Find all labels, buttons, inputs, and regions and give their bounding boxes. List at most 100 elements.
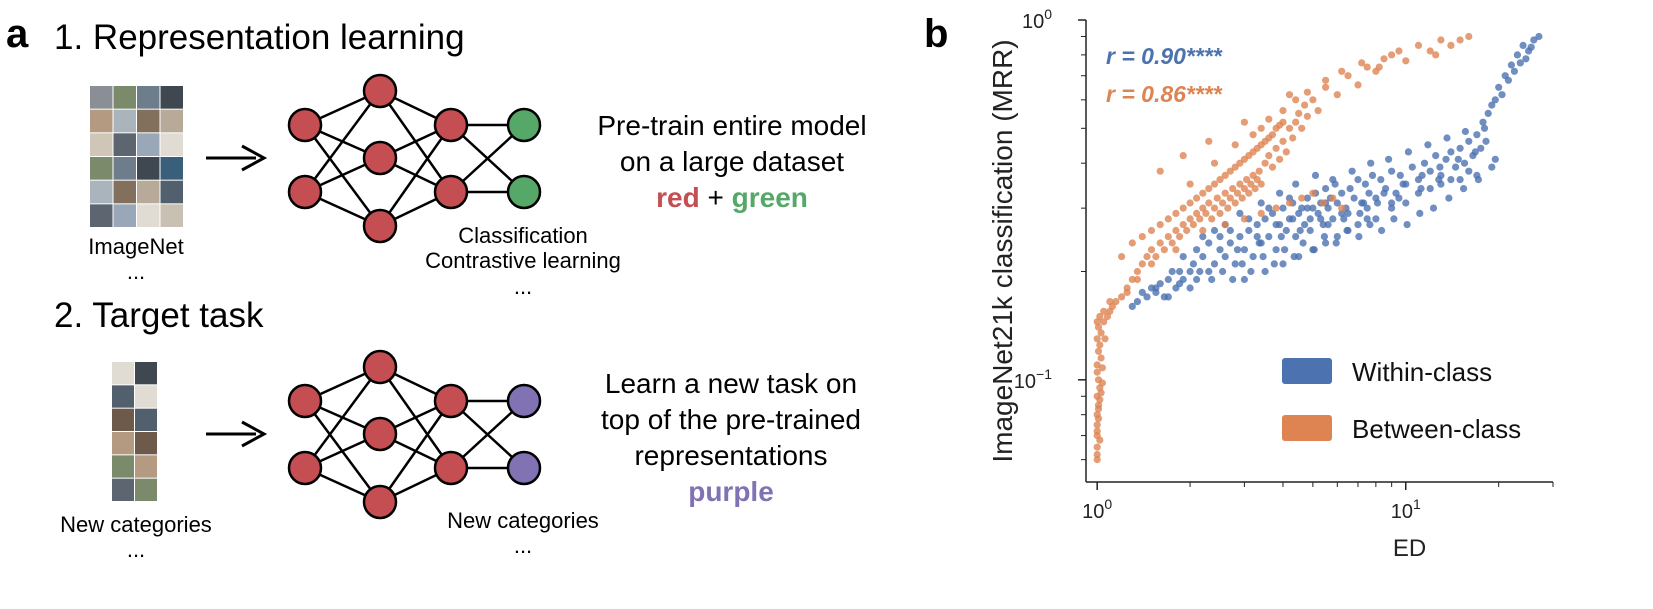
- step1-hidden-node: [362, 73, 398, 109]
- within-class-point: [1513, 51, 1521, 59]
- within-class-point: [1295, 209, 1303, 217]
- within-class-point: [1164, 275, 1172, 284]
- thumbnail-tile: [90, 86, 113, 109]
- between-class-point: [1257, 124, 1265, 132]
- between-class-point: [1098, 379, 1106, 387]
- within-class-point: [1361, 180, 1369, 188]
- step2-last-hidden-node: [433, 450, 469, 486]
- within-class-point: [1408, 163, 1416, 171]
- within-class-point: [1338, 209, 1346, 217]
- step1-desc-line2: on a large dataset: [619, 146, 845, 177]
- within-class-point: [1445, 194, 1453, 202]
- between-class-point: [1168, 239, 1176, 247]
- between-class-point: [1138, 260, 1146, 268]
- between-class-point: [1231, 199, 1239, 207]
- between-class-point: [1268, 131, 1277, 139]
- between-class-point: [1179, 152, 1187, 160]
- within-class-point: [1216, 246, 1224, 254]
- between-class-point: [1106, 298, 1114, 306]
- between-class-point: [1231, 141, 1239, 149]
- within-class-point: [1152, 284, 1160, 292]
- step2-head-node: [506, 383, 542, 419]
- thumbnail-tile: [135, 455, 157, 478]
- within-class-point: [1199, 253, 1207, 261]
- within-class-point: [1454, 155, 1462, 163]
- step1-edge: [303, 90, 382, 193]
- between-class-point: [1213, 194, 1221, 202]
- between-class-point: [1333, 91, 1341, 99]
- legend-swatch-between: [1282, 415, 1332, 441]
- within-class-point: [1432, 152, 1440, 160]
- between-class-point: [1236, 159, 1244, 167]
- between-class-point: [1196, 215, 1204, 223]
- red-keyword: red: [656, 182, 700, 213]
- within-class-point: [1482, 137, 1490, 145]
- step2-description: Learn a new task on top of the pre-train…: [570, 366, 892, 510]
- panel-a-letter: a: [6, 12, 29, 56]
- within-class-point: [1301, 221, 1309, 229]
- thumbnail-tile: [113, 157, 136, 180]
- between-class-points: [1093, 32, 1473, 464]
- within-class-point: [1436, 163, 1444, 171]
- between-class-point: [1251, 185, 1259, 193]
- step1-edge: [378, 124, 453, 227]
- between-class-point: [1314, 107, 1322, 115]
- panel-b-letter: b: [924, 12, 949, 56]
- within-class-point: [1205, 239, 1213, 247]
- within-class-point: [1210, 260, 1219, 268]
- within-class-point: [1399, 180, 1407, 188]
- within-class-point: [1507, 61, 1515, 69]
- between-class-point: [1093, 456, 1101, 464]
- between-class-point: [1179, 221, 1187, 229]
- within-class-point: [1268, 209, 1277, 217]
- within-class-point: [1306, 215, 1314, 223]
- between-class-point: [1243, 176, 1251, 184]
- between-class-point: [1183, 226, 1191, 235]
- legend-swatch-within: [1282, 358, 1332, 384]
- step1-network-diagram: [287, 73, 542, 244]
- between-class-point: [1456, 36, 1464, 44]
- between-class-point: [1202, 209, 1210, 217]
- within-class-point: [1498, 91, 1506, 99]
- within-class-point: [1377, 176, 1385, 184]
- within-class-point: [1272, 246, 1280, 254]
- between-class-point: [1118, 293, 1126, 301]
- between-class-point: [1426, 47, 1434, 55]
- between-class-point: [1210, 180, 1219, 188]
- within-class-point: [1447, 148, 1455, 156]
- within-class-point: [1205, 267, 1213, 276]
- within-class-point: [1226, 239, 1234, 247]
- thumbnail-tile: [112, 408, 134, 431]
- thumbnail-tile: [135, 385, 157, 408]
- between-class-point: [1253, 144, 1261, 152]
- between-class-point: [1447, 41, 1455, 50]
- within-class-point: [1488, 101, 1496, 109]
- purple-keyword: purple: [688, 476, 774, 507]
- step2-edge: [303, 366, 382, 469]
- within-class-point: [1276, 189, 1284, 197]
- between-class-point: [1128, 275, 1136, 284]
- between-class-point: [1388, 51, 1396, 59]
- thumbnail-tile: [112, 385, 134, 408]
- within-class-point: [1219, 267, 1227, 276]
- thumbnail-tile: [113, 204, 136, 227]
- between-class-point: [1272, 204, 1280, 212]
- thumbnail-tile: [113, 86, 136, 109]
- thumbnail-tile: [137, 133, 160, 156]
- within-class-point: [1390, 215, 1398, 223]
- within-class-point: [1226, 226, 1234, 235]
- between-class-point: [1295, 109, 1303, 117]
- within-class-point: [1290, 253, 1298, 261]
- within-class-point: [1292, 233, 1300, 241]
- within-class-point: [1229, 275, 1237, 284]
- within-class-point: [1404, 148, 1412, 156]
- between-class-point: [1094, 405, 1103, 413]
- thumbnail-tile: [135, 432, 157, 455]
- step2-network-diagram: [287, 349, 542, 520]
- step1-hidden-node: [362, 208, 398, 244]
- within-class-point: [1221, 253, 1229, 261]
- chart-axes: [1085, 20, 1553, 483]
- between-class-point: [1338, 204, 1346, 212]
- step1-description: Pre-train entire model on a large datase…: [572, 108, 892, 216]
- within-class-point: [1388, 167, 1396, 175]
